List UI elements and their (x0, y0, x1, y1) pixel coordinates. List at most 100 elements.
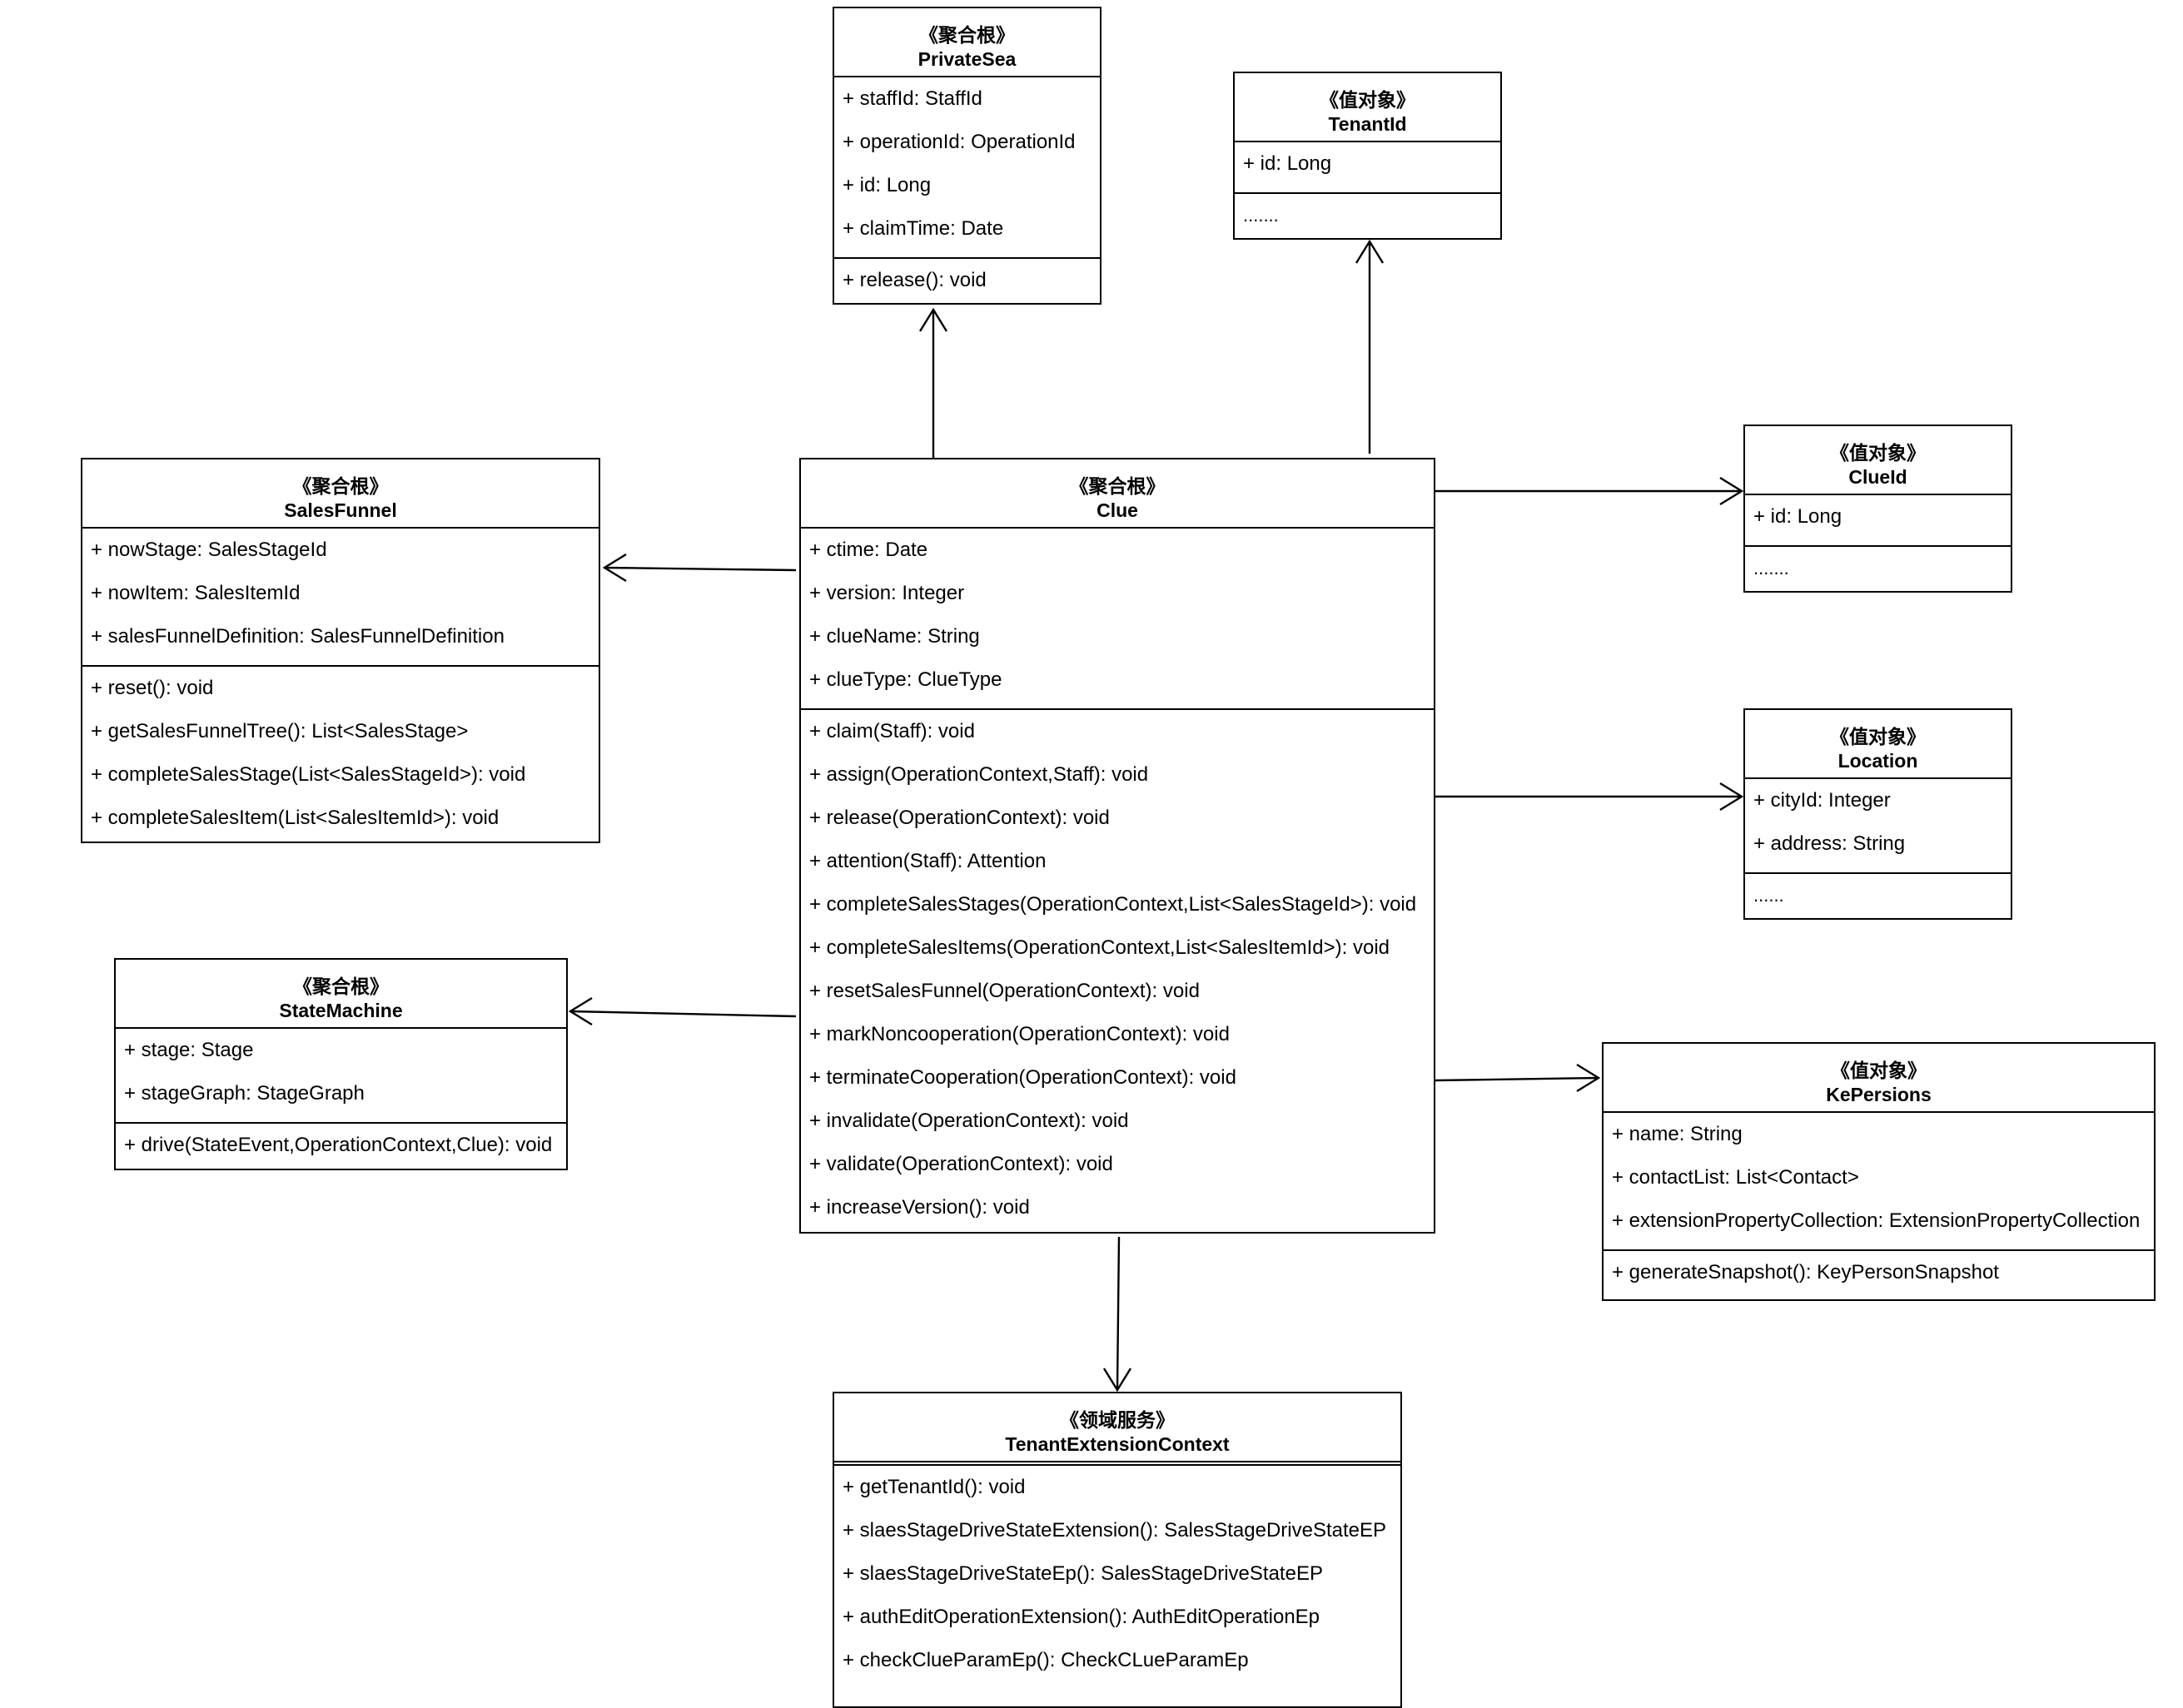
class-name: Location (1837, 750, 1918, 772)
attribute-row: + ctime: Date (809, 539, 928, 561)
attribute-row: + stage: Stage (124, 1039, 254, 1061)
stereotype-label: 《聚合根》 (919, 24, 1015, 46)
attribute-row: + nowStage: SalesStageId (91, 539, 327, 561)
stereotype-label: 《值对象》 (1320, 89, 1415, 111)
method-section: + claim(Staff): void + assign(OperationC… (801, 708, 1434, 1236)
class-name: Clue (1096, 499, 1138, 521)
class-tenantextensioncontext[interactable]: 《领域服务》 TenantExtensionContext + getTenan… (833, 1392, 1402, 1708)
class-header: 《值对象》 ClueId (1745, 426, 2011, 494)
association-arrow-privatesea (918, 307, 948, 458)
stereotype-label: 《聚合根》 (1069, 475, 1166, 497)
class-tenantid[interactable]: 《值对象》 TenantId + id: Long ....... (1233, 72, 1502, 240)
attribute-row: + staffId: StaffId (843, 87, 982, 110)
attribute-row: + address: String (1753, 832, 1906, 855)
attribute-row: + nowItem: SalesItemId (91, 582, 301, 604)
class-location[interactable]: 《值对象》 Location + cityId: Integer + addre… (1743, 708, 2012, 920)
method-row: + claim(Staff): void (809, 720, 975, 742)
class-header: 《领域服务》 TenantExtensionContext (834, 1393, 1400, 1461)
class-name: PrivateSea (917, 48, 1017, 70)
association-arrow-salesfunnel (602, 553, 797, 583)
method-row: + completeSalesStages(OperationContext,L… (809, 893, 1417, 916)
stereotype-label: 《聚合根》 (293, 976, 389, 997)
method-row: + slaesStageDriveStateExtension(): Sales… (843, 1519, 1387, 1542)
association-arrow-tenantid (1355, 239, 1385, 454)
class-name: TenantExtensionContext (1005, 1433, 1230, 1455)
attribute-section: + id: Long (1745, 494, 2011, 545)
method-section: + reset(): void + getSalesFunnelTree(): … (82, 665, 599, 847)
class-header: 《聚合根》 StateMachine (116, 960, 566, 1027)
method-row: + assign(OperationContext,Staff): void (809, 763, 1149, 786)
method-row: + getTenantId(): void (843, 1476, 1026, 1498)
method-row: ...... (1753, 885, 1784, 906)
method-row: + authEditOperationExtension(): AuthEdit… (843, 1606, 1320, 1628)
method-section: ...... (1745, 872, 2011, 924)
attribute-row: + cityId: Integer (1753, 789, 1891, 812)
method-row: + resetSalesFunnel(OperationContext): vo… (809, 980, 1200, 1002)
class-header: 《聚合根》 SalesFunnel (82, 459, 599, 527)
attribute-section: + stage: Stage + stageGraph: StageGraph (116, 1027, 566, 1122)
attribute-row: + claimTime: Date (843, 217, 1004, 240)
attribute-section: + staffId: StaffId + operationId: Operat… (834, 76, 1100, 257)
stereotype-label: 《值对象》 (1830, 442, 1926, 464)
attribute-row: + version: Integer (809, 582, 965, 604)
stereotype-label: 《值对象》 (1830, 726, 1926, 747)
method-section: + generateSnapshot(): KeyPersonSnapshot (1604, 1249, 2154, 1301)
attribute-row: + id: Long (1243, 152, 1332, 175)
class-name: StateMachine (279, 1000, 403, 1021)
method-row: + slaesStageDriveStateEp(): SalesStageDr… (843, 1562, 1323, 1585)
attribute-row: + name: String (1612, 1123, 1743, 1145)
method-section: ....... (1745, 545, 2011, 597)
class-header: 《聚合根》 PrivateSea (834, 8, 1100, 76)
class-clue[interactable]: 《聚合根》 Clue + ctime: Date + version: Inte… (799, 458, 1435, 1234)
method-section: + drive(StateEvent,OperationContext,Clue… (116, 1122, 566, 1174)
class-salesfunnel[interactable]: 《聚合根》 SalesFunnel + nowStage: SalesStage… (81, 458, 600, 843)
method-row: ....... (1753, 558, 1789, 578)
stereotype-label: 《领域服务》 (1060, 1409, 1175, 1431)
attribute-row: + clueName: String (809, 625, 980, 648)
attribute-row: + clueType: ClueType (809, 668, 1002, 691)
class-privatesea[interactable]: 《聚合根》 PrivateSea + staffId: StaffId + op… (833, 7, 1101, 305)
class-name: ClueId (1848, 466, 1907, 488)
attribute-row: + extensionPropertyCollection: Extension… (1612, 1209, 2141, 1232)
method-section: + getTenantId(): void + slaesStageDriveS… (834, 1461, 1400, 1689)
attribute-section: + cityId: Integer + address: String (1745, 777, 2011, 872)
attribute-row: + id: Long (843, 174, 932, 196)
method-section: ....... (1235, 192, 1500, 244)
attribute-section: + id: Long (1235, 141, 1500, 192)
class-header: 《值对象》 TenantId (1235, 73, 1500, 141)
method-row: + reset(): void (91, 677, 214, 699)
attribute-row: + operationId: OperationId (843, 131, 1076, 153)
class-header: 《值对象》 KePersions (1604, 1044, 2154, 1111)
class-name: KePersions (1826, 1084, 1932, 1105)
method-row: + getSalesFunnelTree(): List<SalesStage> (91, 720, 469, 742)
association-arrow-tenantextensioncontext (1102, 1236, 1132, 1393)
method-row: + terminateCooperation(OperationContext)… (809, 1066, 1236, 1089)
method-row: + attention(Staff): Attention (809, 850, 1047, 872)
association-arrow-clueid (1435, 476, 1744, 506)
stereotype-label: 《值对象》 (1831, 1060, 1927, 1081)
attribute-section: + ctime: Date + version: Integer + clueN… (801, 527, 1434, 708)
method-row: + completeSalesItems(OperationContext,Li… (809, 936, 1390, 959)
attribute-row: + stageGraph: StageGraph (124, 1082, 365, 1105)
method-row: + markNoncooperation(OperationContext): … (809, 1023, 1230, 1045)
method-row: + checkClueParamEp(): CheckCLueParamEp (843, 1649, 1249, 1671)
association-arrow-kepersions (1435, 1063, 1601, 1093)
stereotype-label: 《聚合根》 (292, 475, 389, 497)
method-row: ....... (1243, 205, 1279, 226)
attribute-section: + nowStage: SalesStageId + nowItem: Sale… (82, 527, 599, 665)
method-row: + completeSalesItem(List<SalesItemId>): … (91, 807, 500, 829)
method-row: + completeSalesStage(List<SalesStageId>)… (91, 763, 526, 786)
method-section: + release(): void (834, 257, 1100, 309)
attribute-section: + name: String + contactList: List<Conta… (1604, 1111, 2154, 1249)
class-statemachine[interactable]: 《聚合根》 StateMachine + stage: Stage + stag… (114, 958, 568, 1170)
class-kepersions[interactable]: 《值对象》 KePersions + name: String + contac… (1602, 1042, 2156, 1301)
method-row: + generateSnapshot(): KeyPersonSnapshot (1612, 1261, 1999, 1283)
class-name: SalesFunnel (284, 499, 397, 521)
class-clueid[interactable]: 《值对象》 ClueId + id: Long ....... (1743, 425, 2012, 593)
attribute-row: + salesFunnelDefinition: SalesFunnelDefi… (91, 625, 505, 648)
method-row: + invalidate(OperationContext): void (809, 1110, 1129, 1132)
class-name: TenantId (1328, 113, 1407, 135)
class-header: 《聚合根》 Clue (801, 459, 1434, 527)
attribute-row: + contactList: List<Contact> (1612, 1166, 1859, 1189)
